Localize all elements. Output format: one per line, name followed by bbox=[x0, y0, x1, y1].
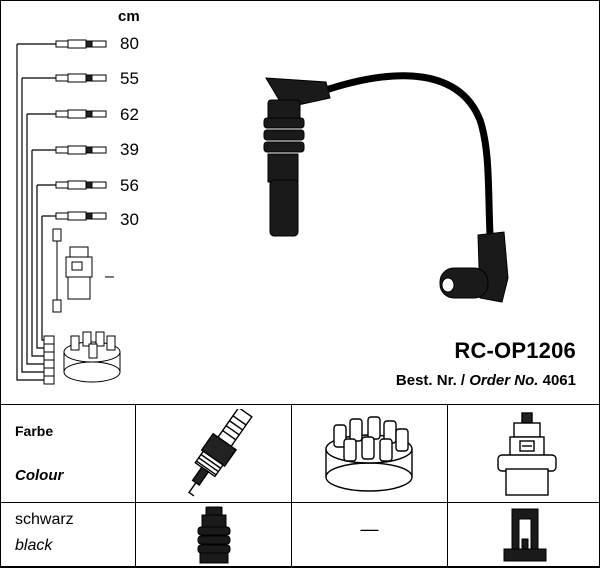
header-colour: Colour bbox=[15, 467, 64, 484]
cable-connector-2 bbox=[55, 73, 107, 83]
plug-connector-cell bbox=[135, 502, 292, 568]
coil-connector-icon bbox=[503, 508, 547, 562]
length-label-5: 56 bbox=[120, 176, 139, 195]
length-label-4: 39 bbox=[120, 140, 139, 159]
colour-table: Farbe Colour bbox=[0, 404, 600, 568]
coil-lead-label: – bbox=[105, 268, 114, 285]
order-number: 4061 bbox=[542, 372, 576, 389]
order-number-line: Best. Nr. / Order No. 4061 bbox=[396, 372, 576, 389]
color-schwarz: schwarz bbox=[15, 511, 74, 528]
coil-connector-cell bbox=[447, 502, 600, 568]
distributor-color-cell: — bbox=[291, 502, 448, 568]
color-black: black bbox=[15, 537, 53, 554]
product-code: RC-OP1206 bbox=[454, 338, 576, 363]
length-label-1: 80 bbox=[120, 34, 139, 53]
length-label-2: 55 bbox=[120, 69, 139, 88]
cable-connector-4 bbox=[55, 145, 107, 155]
length-label-3: 62 bbox=[120, 105, 139, 124]
header-cell: Farbe Colour bbox=[0, 404, 136, 503]
cable-connector-5 bbox=[55, 180, 107, 190]
ignition-cable-illustration bbox=[263, 72, 509, 303]
header-farbe: Farbe bbox=[15, 423, 54, 439]
distributor-cell bbox=[291, 404, 448, 503]
color-cell: schwarz black bbox=[0, 502, 136, 568]
cable-connector-6 bbox=[55, 211, 107, 221]
cable-connector-1 bbox=[55, 39, 107, 49]
coil-cell bbox=[447, 404, 600, 503]
spark-plug-icon bbox=[188, 409, 253, 497]
cable-connector-3 bbox=[55, 109, 107, 119]
spark-plug-cell bbox=[135, 404, 292, 503]
distributor-color-value: — bbox=[360, 519, 379, 539]
length-label-6: 30 bbox=[120, 210, 139, 229]
order-prefix: Best. Nr. / bbox=[395, 372, 466, 389]
spark-plug-connector-icon bbox=[197, 506, 231, 564]
distributor-cap-icon bbox=[325, 416, 413, 492]
order-label: Order No. bbox=[469, 372, 539, 389]
unit-label: cm bbox=[118, 8, 140, 25]
ignition-coil-icon bbox=[497, 412, 557, 496]
cable-set-schematic bbox=[16, 39, 121, 385]
